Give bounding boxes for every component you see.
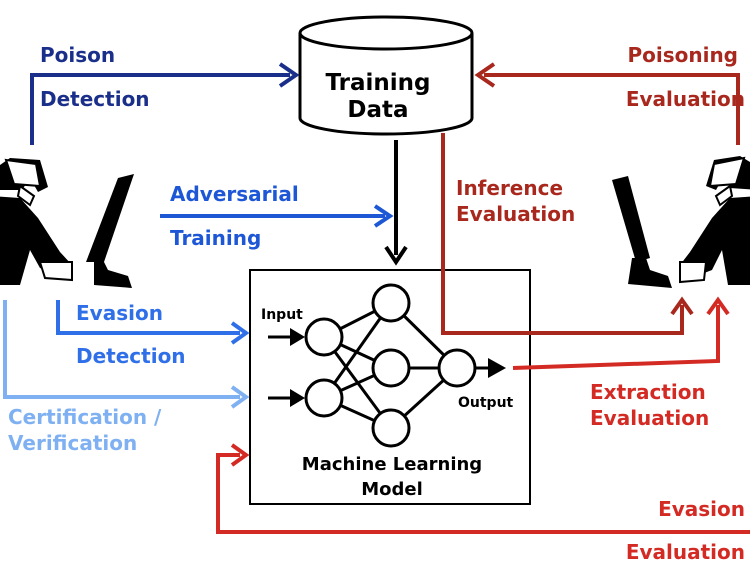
poison-detection-label-line1: Poison: [40, 43, 115, 67]
evasion-evaluation-label-line2: Evaluation: [626, 540, 745, 564]
inference-evaluation-label-line2: Evaluation: [456, 202, 575, 226]
certification-verification-arrow: [3, 300, 250, 409]
poisoning-evaluation-arrow: [474, 62, 740, 145]
inference-evaluation-arrow: [441, 133, 694, 335]
adversarial-training-arrow: [160, 204, 394, 228]
evasion-detection-label-line2: Detection: [76, 344, 186, 368]
poison-detection-label-line2: Detection: [40, 87, 150, 111]
poisoning-evaluation-label-line2: Evaluation: [626, 87, 745, 111]
adversarial-training-label-line2: Training: [170, 226, 261, 250]
evasion-detection-arrow: [56, 300, 250, 345]
output-label: Output: [458, 395, 514, 411]
poisoning-evaluation-label-line1: Poisoning: [627, 43, 738, 67]
poison-detection-arrow: [30, 62, 300, 145]
input-node-2: [304, 378, 344, 418]
model-title-line2: Model: [361, 479, 423, 500]
hidden-node-1: [371, 283, 411, 323]
training-data-label-line2: Data: [347, 97, 408, 123]
extraction-evaluation-label-line2: Evaluation: [590, 406, 709, 430]
hidden-node-2: [371, 348, 411, 388]
input-arrows: [268, 328, 305, 407]
inference-evaluation-label-line1: Inference: [456, 176, 563, 200]
attacker-figure: [612, 156, 750, 288]
input-label: Input: [261, 307, 303, 323]
network-nodes: [304, 283, 477, 448]
ml-model-box: Input Output Machine Learning Model: [249, 269, 531, 505]
evasion-detection-label-line1: Evasion: [76, 301, 163, 325]
model-title-line1: Machine Learning: [302, 454, 482, 475]
output-node: [437, 348, 477, 388]
defender-figure: [0, 158, 134, 288]
output-arrow: [475, 358, 506, 378]
extraction-evaluation-label-line1: Extraction: [590, 380, 706, 404]
hidden-node-3: [371, 408, 411, 448]
certification-label-line1: Certification /: [8, 405, 162, 429]
data-to-model-arrow: [384, 140, 408, 266]
extraction-evaluation-arrow: [512, 296, 730, 370]
training-data-label-line1: Training: [325, 70, 430, 96]
adversarial-training-label-line1: Adversarial: [170, 182, 299, 206]
certification-label-line2: Verification: [8, 431, 137, 455]
evasion-evaluation-label-line1: Evasion: [658, 497, 745, 521]
evasion-evaluation-arrow: [216, 443, 750, 534]
input-node-1: [304, 317, 344, 357]
training-data-cylinder: Training Data: [298, 15, 474, 136]
